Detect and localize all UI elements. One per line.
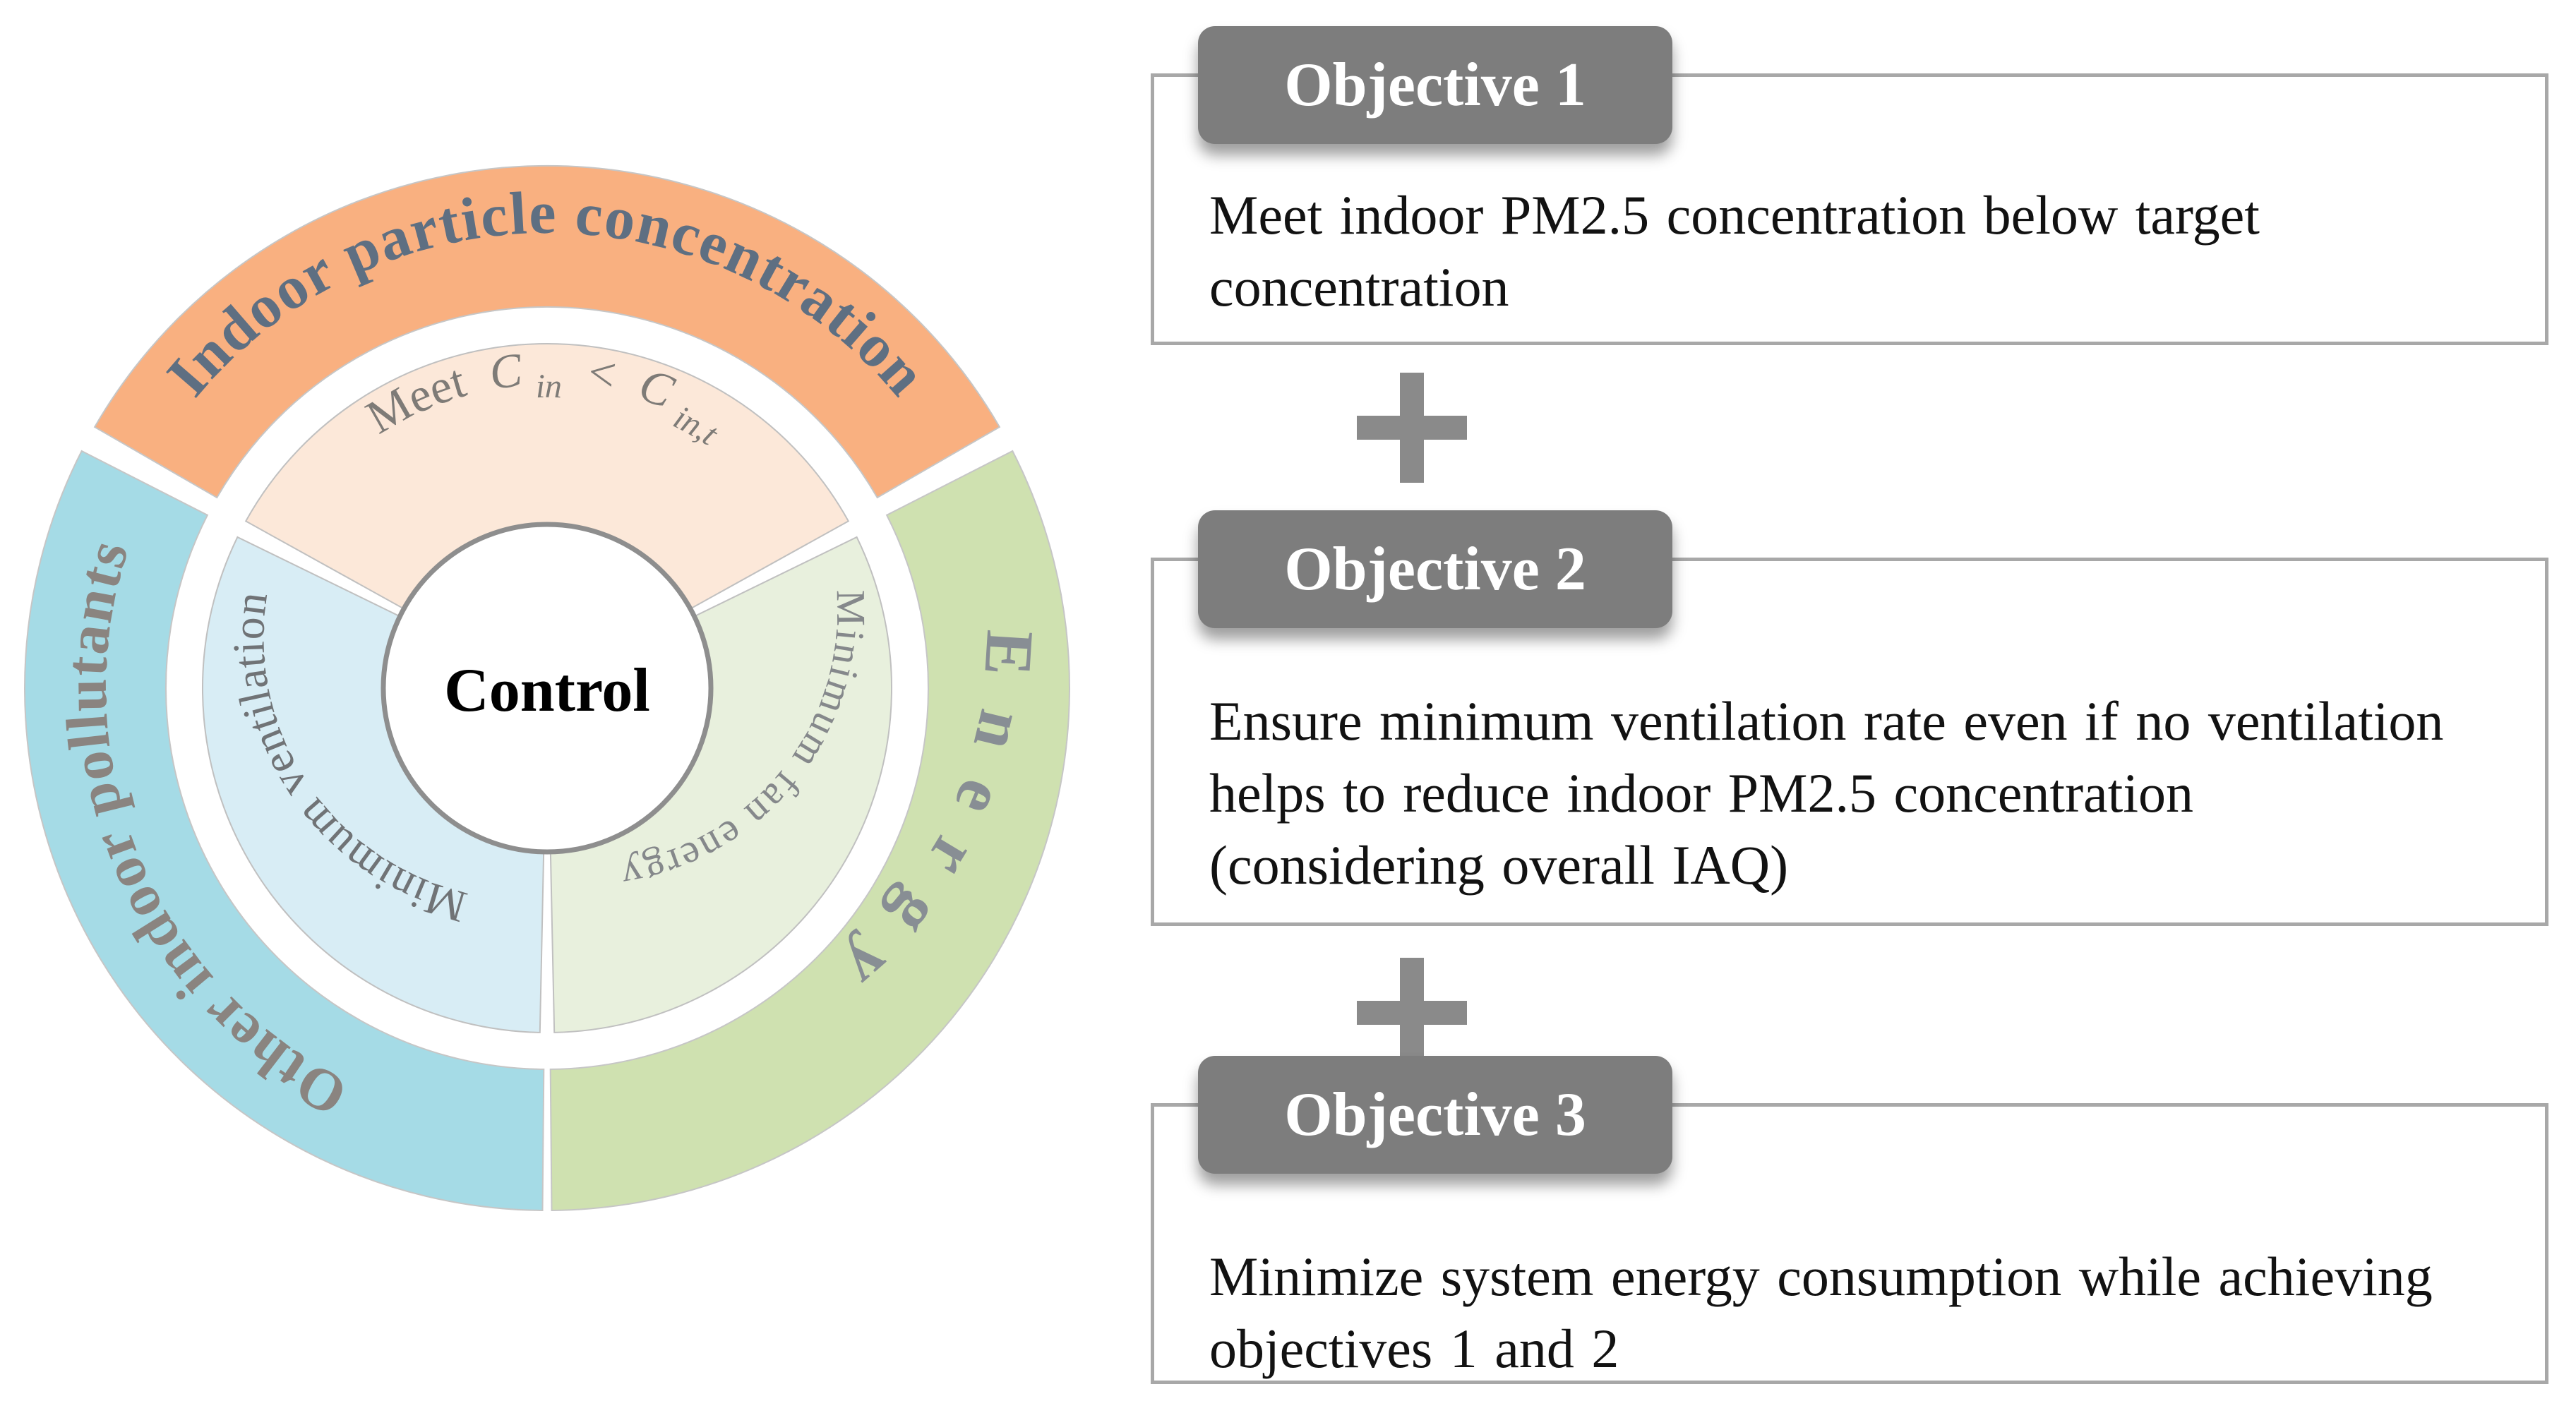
objective-1-line: Meet indoor PM2.5 concentration below ta… — [1209, 184, 2260, 246]
objective-3-tab: Objective 3 — [1198, 1056, 1672, 1174]
formula-variable-cin: C — [486, 342, 525, 399]
objective-2-tab: Objective 2 — [1198, 510, 1672, 628]
objective-1-text: Meet indoor PM2.5 concentration below ta… — [1209, 179, 2517, 323]
objective-3-line: Minimize system energy consumption while… — [1209, 1246, 2433, 1307]
objective-2-text: Ensure minimum ventilation rate even if … — [1209, 685, 2517, 901]
objective-3-text: Minimize system energy consumption while… — [1209, 1241, 2517, 1385]
control-strategy-donut: Indoor particle concentration Other indo… — [0, 138, 1098, 1239]
donut-chart: Indoor particle concentration Other indo… — [24, 165, 1070, 1212]
formula-subscript-in: in — [535, 368, 562, 405]
objective-2-box: Objective 2 Ensure minimum ventilation r… — [1151, 510, 2548, 926]
plus-icon — [1357, 958, 1467, 1068]
objective-1-tab: Objective 1 — [1198, 26, 1672, 144]
outer-segment-indoor-particle-concentration — [93, 165, 1001, 499]
objective-2-line: Ensure minimum ventilation rate even if … — [1209, 690, 2444, 752]
formula-operator: < — [573, 343, 634, 405]
objective-1-line: concentration — [1209, 256, 1509, 318]
objective-1-box: Objective 1 Meet indoor PM2.5 concentrat… — [1151, 26, 2548, 345]
plus-vertical-bar — [1400, 373, 1424, 483]
objective-2-line: (considering overall IAQ) — [1209, 834, 1789, 896]
outer-segment-energy — [549, 450, 1070, 1212]
center-circle — [381, 522, 714, 855]
plus-vertical-bar — [1400, 958, 1424, 1068]
center-label: Control — [444, 656, 650, 725]
objective-2-line: helps to reduce indoor PM2.5 concentrati… — [1209, 762, 2193, 824]
objective-3-box: Objective 3 Minimize system energy consu… — [1151, 1056, 2548, 1385]
plus-icon — [1357, 373, 1467, 483]
objective-3-line: objectives 1 and 2 — [1209, 1318, 1619, 1379]
outer-segment-other-indoor-pollutants — [24, 450, 545, 1212]
